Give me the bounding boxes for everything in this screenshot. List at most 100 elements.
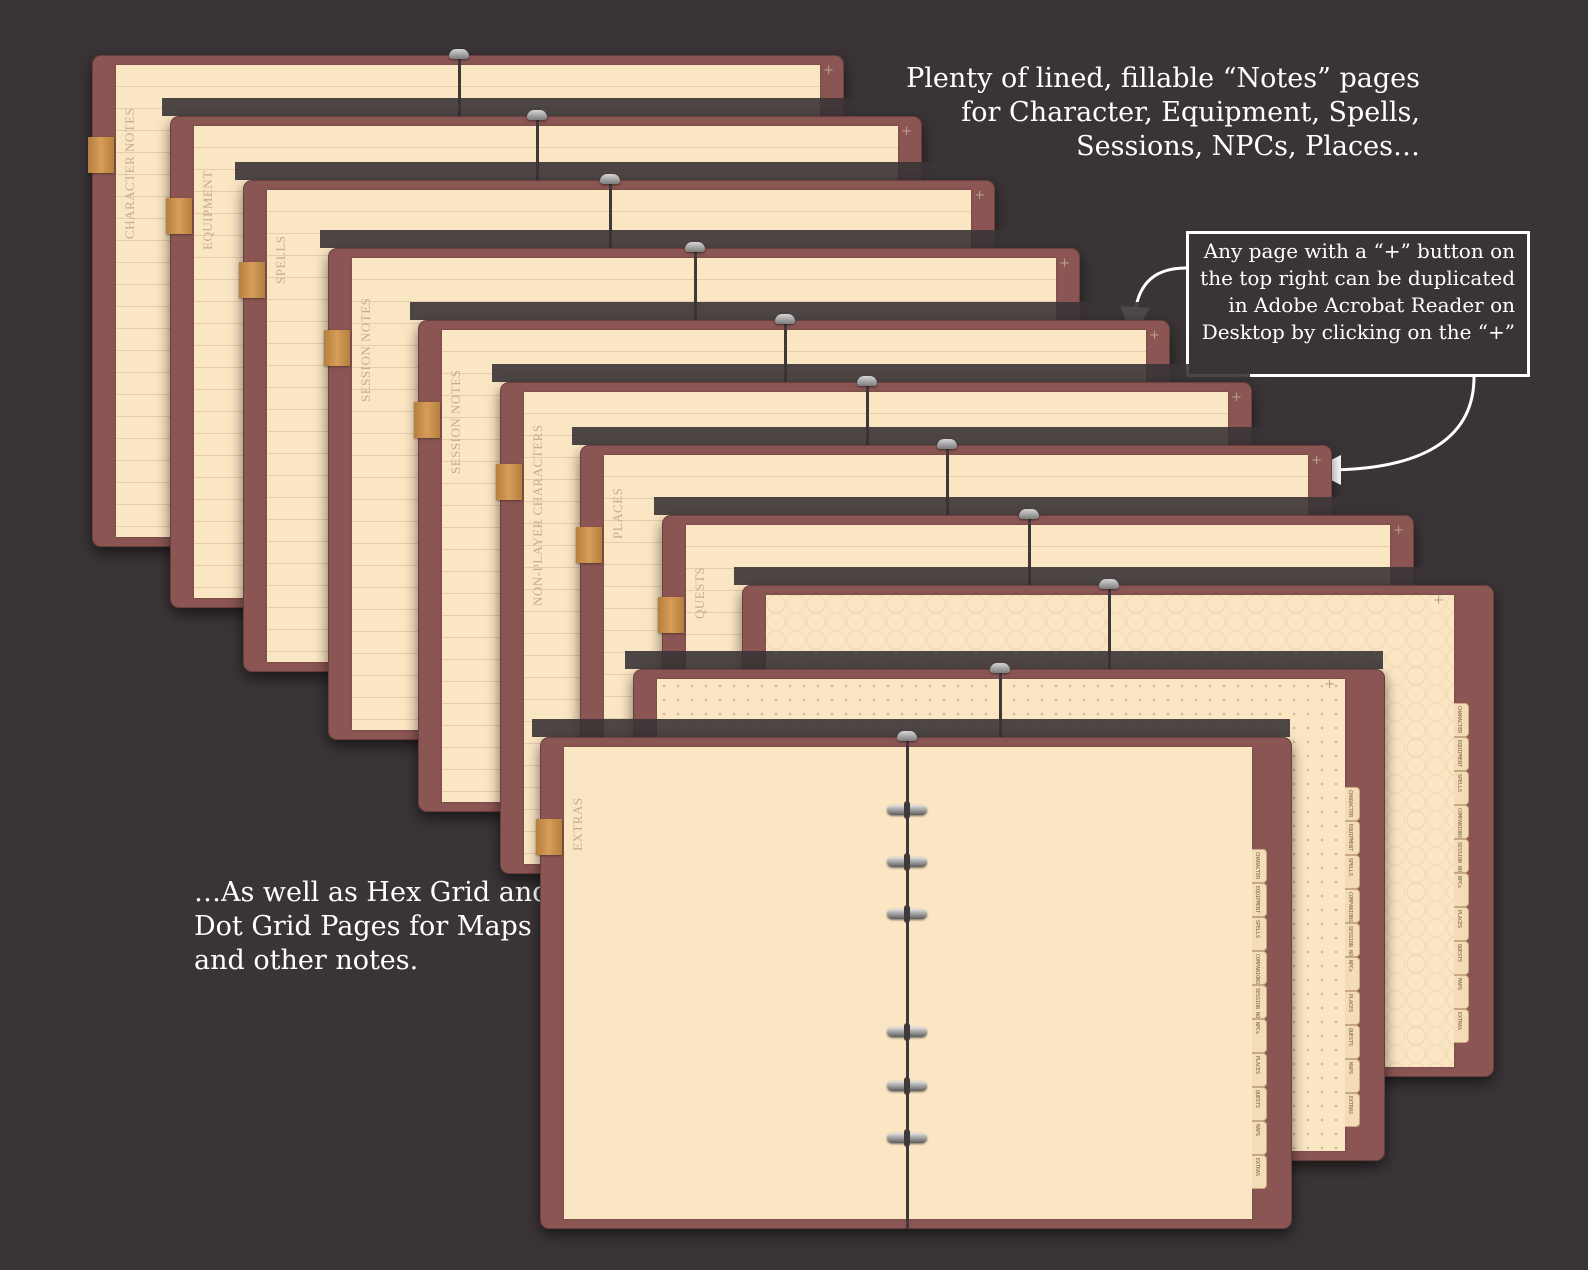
stack-shadow	[162, 98, 920, 116]
tab-label: SESSION NOTES	[1456, 842, 1462, 873]
duplicate-page-button[interactable]: +	[1311, 453, 1322, 468]
tab-label: COMPANIONS	[1254, 954, 1260, 985]
ring-cap-icon	[857, 376, 877, 386]
tab-extras[interactable]: EXTRAS	[1252, 1155, 1267, 1189]
stack-shadow	[320, 230, 1078, 248]
duplicate-page-button[interactable]: +	[1059, 256, 1070, 271]
stack-shadow	[625, 651, 1383, 669]
tab-places[interactable]: PLACES	[1345, 991, 1360, 1025]
ring-cap-icon	[937, 439, 957, 449]
duplicate-page-button[interactable]: +	[1433, 593, 1444, 608]
tab-npcs[interactable]: NPCs	[1454, 873, 1469, 907]
page-section-label: NON-PLAYER CHARACTERS	[530, 424, 545, 606]
tab-session-notes[interactable]: SESSION NOTES	[1454, 839, 1469, 873]
tab-label: NPCs	[1347, 960, 1353, 973]
elastic-band	[414, 402, 440, 438]
tab-label: PLACES	[1254, 1056, 1260, 1075]
elastic-band	[536, 819, 562, 855]
tab-label: EQUIPMENT	[1456, 740, 1462, 768]
duplicate-page-button[interactable]: +	[1393, 523, 1404, 538]
tab-places[interactable]: PLACES	[1454, 907, 1469, 941]
tab-label: CHARACTER	[1456, 706, 1462, 734]
elastic-band	[324, 330, 350, 366]
tab-label: COMPANIONS	[1347, 892, 1353, 923]
duplicate-page-button[interactable]: +	[1149, 328, 1160, 343]
stack-shadow	[654, 497, 1412, 515]
tab-character[interactable]: CHARACTER	[1252, 849, 1267, 883]
stack-shadow	[734, 567, 1492, 585]
stack-shadow	[235, 162, 993, 180]
tab-session-notes[interactable]: SESSION NOTES	[1345, 923, 1360, 957]
tab-npcs[interactable]: NPCs	[1252, 1019, 1267, 1053]
tab-maps[interactable]: MAPS	[1454, 975, 1469, 1009]
stack-shadow	[492, 364, 1250, 382]
tab-maps[interactable]: MAPS	[1252, 1121, 1267, 1155]
tab-character[interactable]: CHARACTER	[1345, 787, 1360, 821]
page-section-label: QUESTS	[692, 566, 707, 619]
tab-spells[interactable]: SPELLS	[1454, 771, 1469, 805]
tab-spells[interactable]: SPELLS	[1345, 855, 1360, 889]
binder-spine	[906, 737, 909, 1229]
stack-shadow	[572, 427, 1330, 445]
tab-label: NPCs	[1456, 876, 1462, 889]
duplicate-page-button[interactable]: +	[901, 124, 912, 139]
page-section-label: EQUIPMENT	[200, 170, 215, 250]
binder-ring-icon	[887, 801, 927, 819]
ring-cap-icon	[600, 174, 620, 184]
tab-quests[interactable]: QUESTS	[1345, 1025, 1360, 1059]
tab-label: EXTRAS	[1456, 1012, 1462, 1031]
stack-shadow	[410, 302, 1168, 320]
tab-equipment[interactable]: EQUIPMENT	[1345, 821, 1360, 855]
tab-label: CHARACTER	[1254, 852, 1260, 880]
notes-pages-caption: Plenty of lined, fillable “Notes” pages …	[906, 63, 1420, 162]
tab-session-notes[interactable]: SESSION NOTES	[1252, 985, 1267, 1019]
binder-ring-icon	[887, 1023, 927, 1041]
duplicate-page-button[interactable]: +	[1324, 677, 1335, 692]
ring-cap-icon	[775, 314, 795, 324]
ring-cap-icon	[527, 110, 547, 120]
tab-places[interactable]: PLACES	[1252, 1053, 1267, 1087]
duplicate-page-button[interactable]: +	[823, 63, 834, 78]
duplicate-page-button[interactable]: +	[1231, 390, 1242, 405]
tab-equipment[interactable]: EQUIPMENT	[1252, 883, 1267, 917]
tab-equipment[interactable]: EQUIPMENT	[1454, 737, 1469, 771]
tab-label: NPCs	[1254, 1022, 1260, 1035]
elastic-band	[239, 262, 265, 298]
binder-ring-icon	[887, 1129, 927, 1147]
tab-label: QUESTS	[1456, 944, 1462, 963]
ring-cap-icon	[685, 242, 705, 252]
tab-quests[interactable]: QUESTS	[1252, 1087, 1267, 1121]
tab-spells[interactable]: SPELLS	[1252, 917, 1267, 951]
callout-text: Any page with a “+” button on the top ri…	[1200, 239, 1515, 344]
tab-extras[interactable]: EXTRAS	[1345, 1093, 1360, 1127]
tab-extras[interactable]: EXTRAS	[1454, 1009, 1469, 1043]
tab-label: QUESTS	[1347, 1028, 1353, 1047]
duplicate-page-button[interactable]: +	[974, 188, 985, 203]
page-section-label: EXTRAS	[570, 797, 585, 851]
tab-quests[interactable]: QUESTS	[1454, 941, 1469, 975]
elastic-band	[658, 597, 684, 633]
tab-character[interactable]: CHARACTER	[1454, 703, 1469, 737]
ring-cap-icon	[1099, 579, 1119, 589]
tab-label: EXTRAS	[1254, 1158, 1260, 1177]
tab-companions[interactable]: COMPANIONS	[1345, 889, 1360, 923]
elastic-band	[496, 464, 522, 500]
stack-shadow	[532, 719, 1290, 737]
ring-cap-icon	[1019, 509, 1039, 519]
page-section-label: SPELLS	[273, 235, 288, 284]
binder-ring-icon	[887, 853, 927, 871]
tab-maps[interactable]: MAPS	[1345, 1059, 1360, 1093]
tab-companions[interactable]: COMPANIONS	[1252, 951, 1267, 985]
tab-label: MAPS	[1254, 1124, 1260, 1137]
tab-companions[interactable]: COMPANIONS	[1454, 805, 1469, 839]
tab-npcs[interactable]: NPCs	[1345, 957, 1360, 991]
tab-label: SESSION NOTES	[1347, 926, 1353, 957]
tab-label: CHARACTER	[1347, 790, 1353, 818]
grid-pages-caption: …As well as Hex Grid and Dot Grid Pages …	[194, 877, 550, 976]
binder-ring-icon	[887, 905, 927, 923]
tab-label: SESSION NOTES	[1254, 988, 1260, 1019]
ring-cap-icon	[897, 731, 917, 741]
